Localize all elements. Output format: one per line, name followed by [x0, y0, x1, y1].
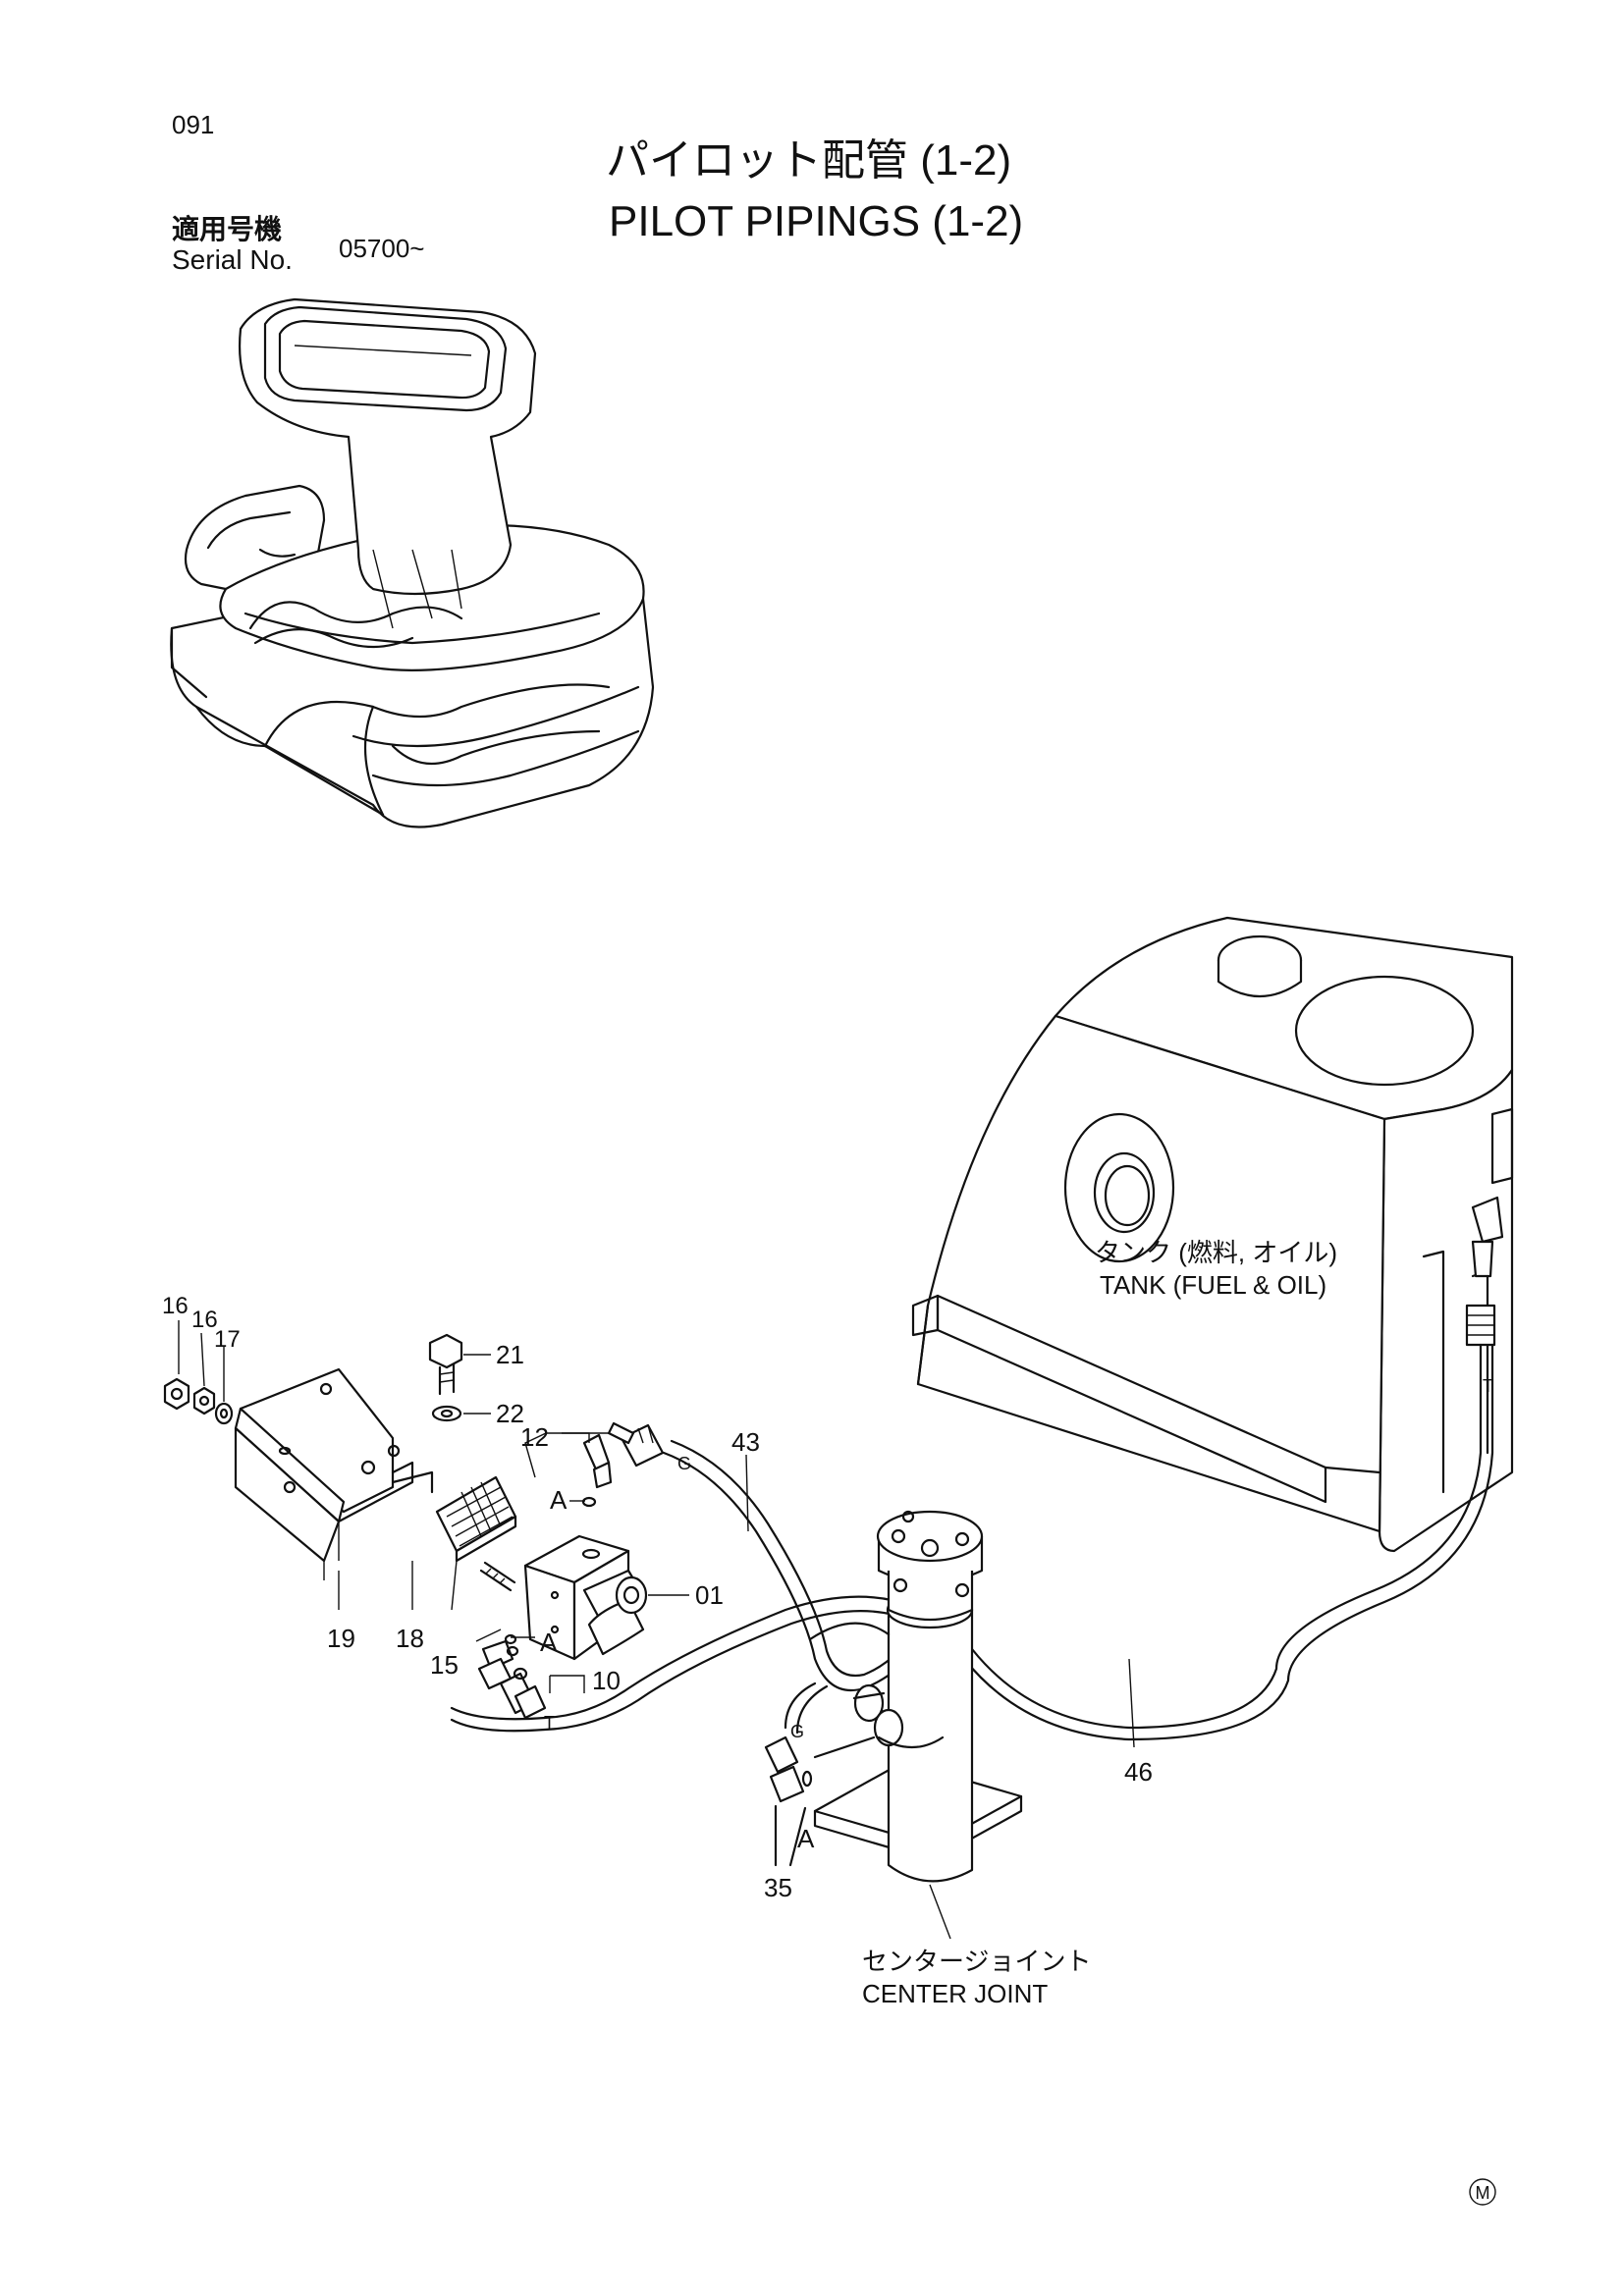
part-number-19: 19 [327, 1624, 355, 1653]
part-number-15: 15 [430, 1650, 459, 1680]
pipe-46 [450, 1343, 1494, 1741]
serial-label-japanese: 適用号機 [172, 213, 282, 244]
fuel-oil-tank [911, 916, 1514, 1553]
part-number-46: 46 [1124, 1757, 1153, 1787]
cab-seat-illustration [170, 297, 655, 828]
bracket-19 [234, 1367, 434, 1580]
part-number-16-b: 16 [191, 1307, 218, 1333]
part-number-18: 18 [396, 1624, 424, 1653]
part-number-21: 21 [496, 1340, 524, 1369]
elbow-fitting-12 [607, 1421, 665, 1468]
title-japanese: パイロット配管 (1-2) [606, 136, 1011, 185]
port-g-label-1: G [677, 1454, 691, 1473]
part-number-22: 22 [496, 1399, 524, 1428]
serial-value: 05700~ [339, 234, 424, 263]
part-number-leaders [338, 1432, 1135, 1748]
part-number-35: 35 [764, 1873, 792, 1902]
nuts-16-16-washer-17 [163, 1320, 234, 1425]
tank-label-english: TANK (FUEL & OIL) [1100, 1270, 1326, 1300]
tank-label-japanese: タンク (燃料, オイル) [1095, 1238, 1337, 1267]
circled-m-mark: M [1469, 2178, 1496, 2206]
serial-label-english: Serial No. [172, 244, 293, 275]
fitting-35 [764, 1735, 876, 1867]
fittings-10 [477, 1633, 547, 1720]
center-joint-label-japanese: センタージョイント [862, 1947, 1091, 1976]
detail-a-label-1: A [550, 1485, 568, 1515]
center-joint [808, 1510, 1023, 1883]
center-joint-label-english: CENTER JOINT [862, 1979, 1048, 2008]
detail-a-label-3: A [797, 1824, 815, 1853]
port-t-label-2: T [1483, 1376, 1493, 1396]
part-number-01: 01 [695, 1580, 724, 1610]
detail-a-label-2: A [540, 1628, 558, 1657]
part-number-16-a: 16 [162, 1293, 189, 1319]
title-english: PILOT PIPINGS (1-2) [609, 197, 1023, 245]
part-number-10: 10 [592, 1666, 621, 1695]
mark-letter: M [1476, 2183, 1490, 2203]
part-numbers: 16 16 17 21 22 12 43 01 19 18 15 10 46 3… [162, 1293, 1153, 1902]
port-g-label-2: G [790, 1722, 804, 1741]
part-number-17: 17 [214, 1326, 241, 1353]
plate-18 [435, 1475, 517, 1563]
page-number: 091 [172, 110, 214, 139]
solenoid-valve-01 [479, 1433, 689, 1661]
bolt-21-washer-22 [428, 1333, 491, 1422]
part-number-43: 43 [731, 1427, 760, 1457]
part-number-12: 12 [520, 1422, 549, 1452]
center-joint-leader [929, 1884, 951, 1940]
port-t-label-1: T [544, 1713, 555, 1733]
